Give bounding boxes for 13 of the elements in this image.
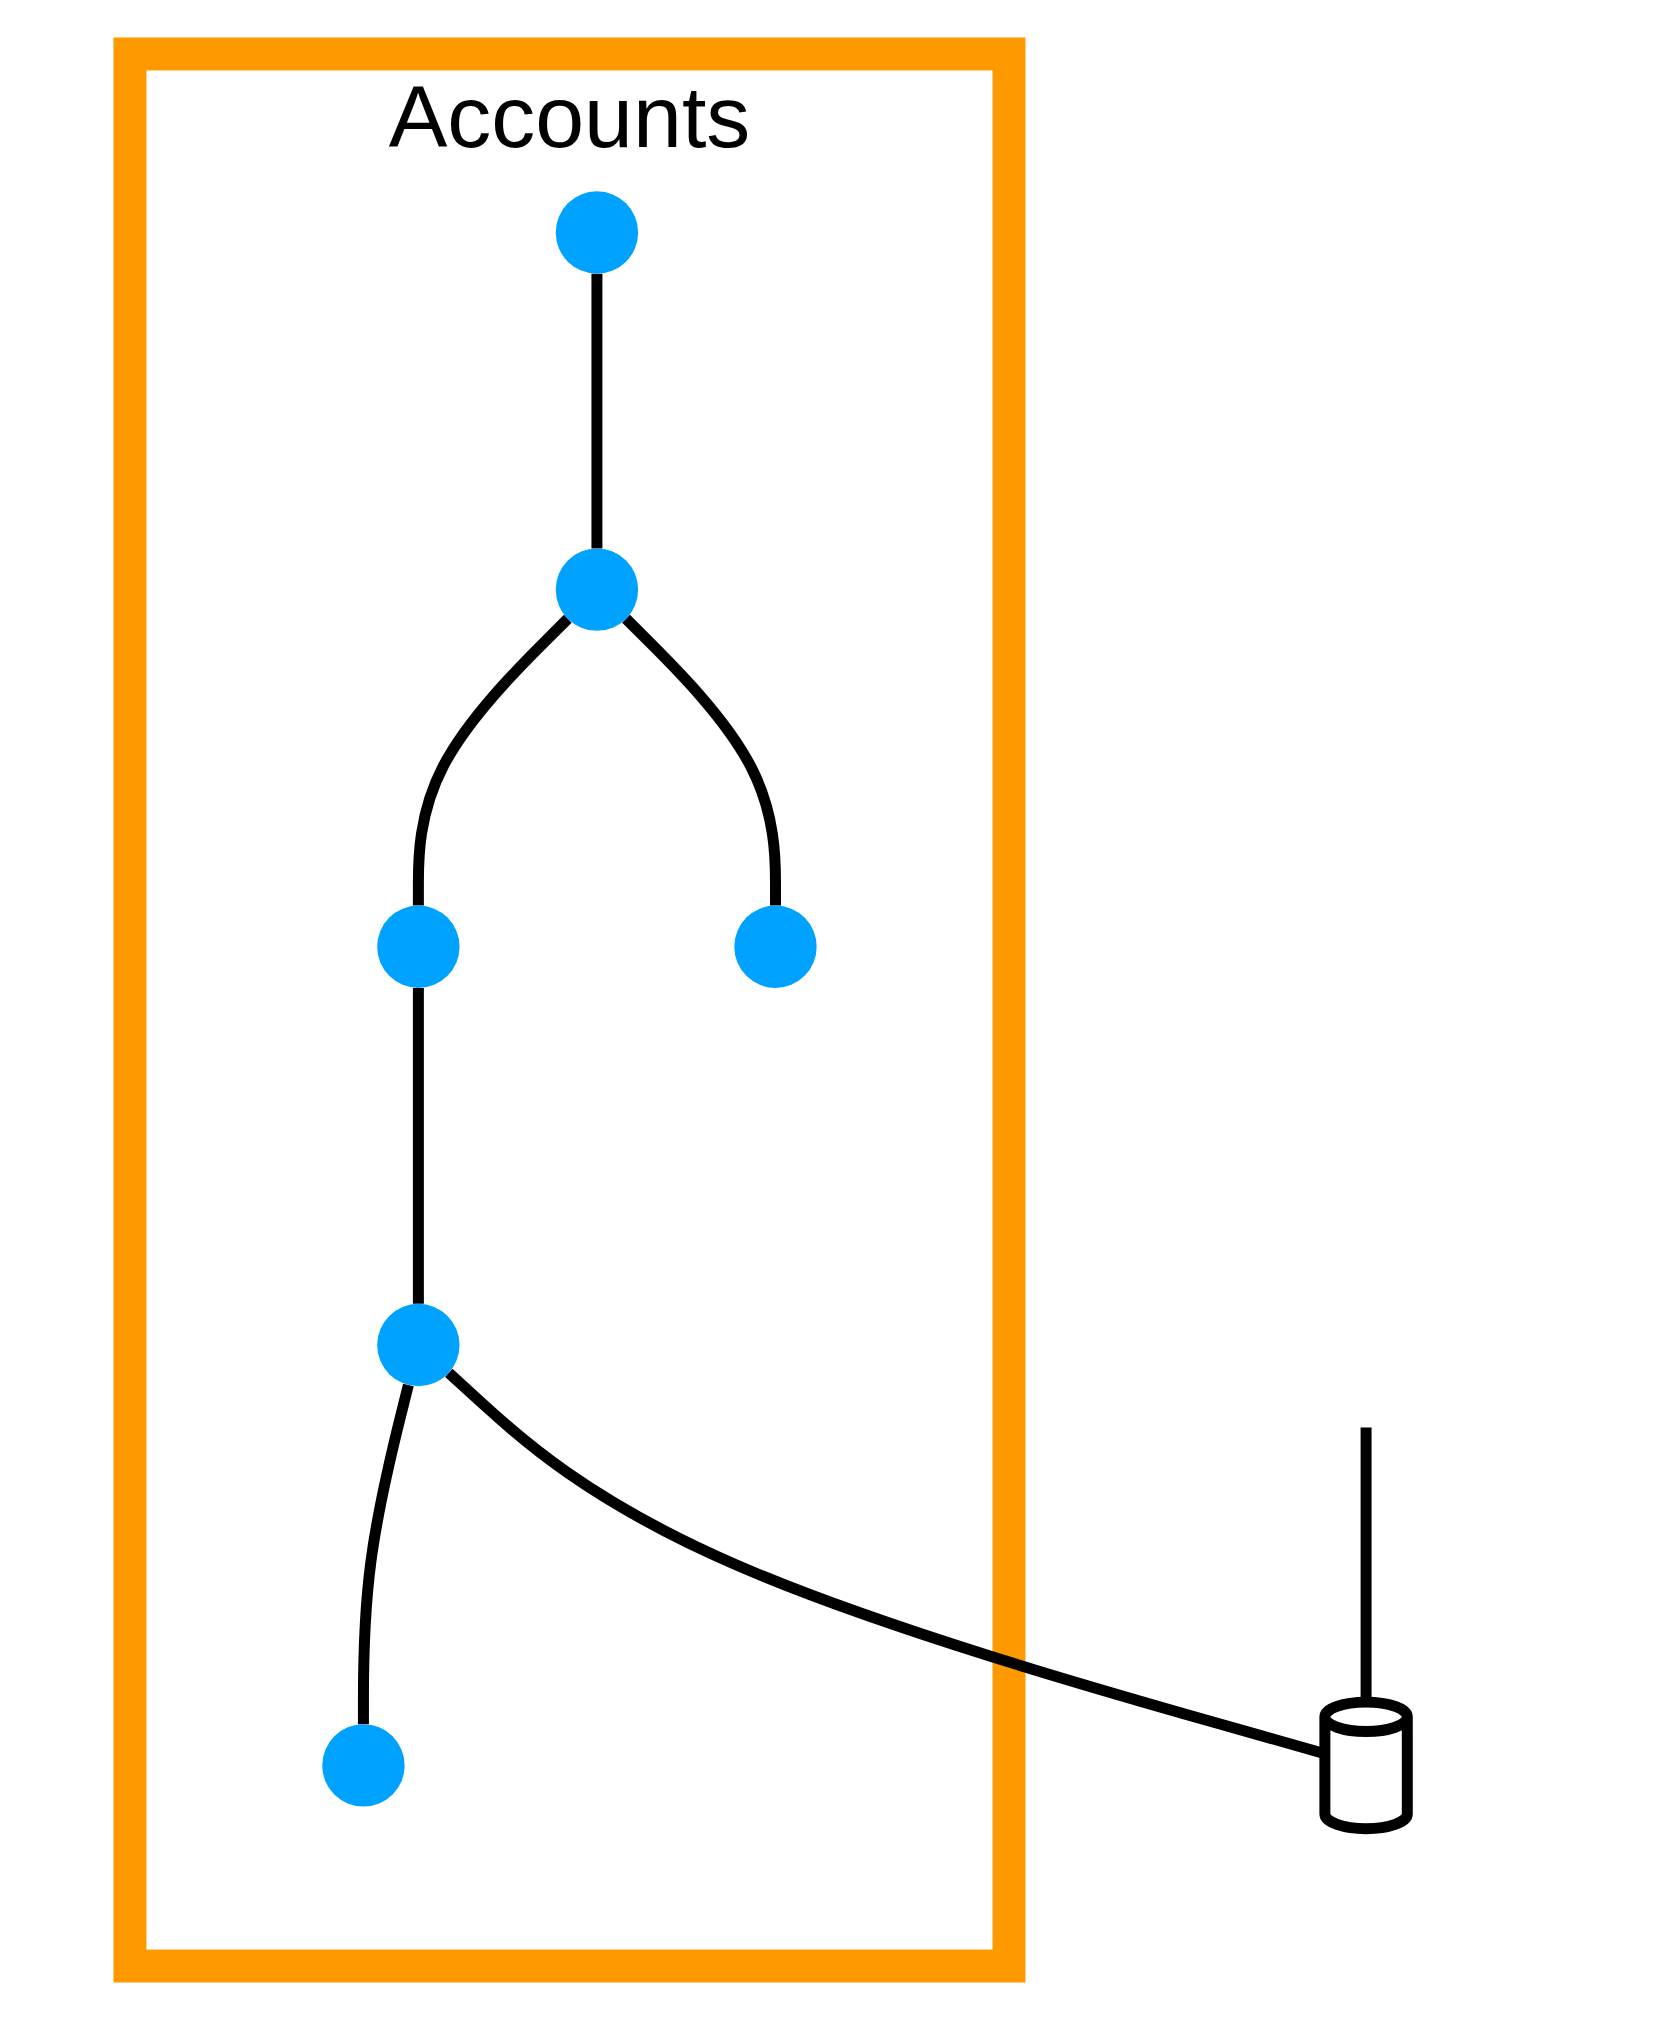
node-circle	[555, 548, 638, 631]
node-circle	[376, 1303, 460, 1387]
connector	[412, 987, 424, 1304]
node-cylinder	[1318, 1696, 1413, 1835]
node-circle	[733, 905, 817, 988]
node-circle	[321, 1724, 405, 1807]
connector	[591, 273, 602, 549]
node-circle	[555, 191, 638, 274]
connector	[412, 614, 572, 906]
cluster: Accounts	[113, 37, 1025, 1983]
connector	[621, 614, 781, 906]
node-circle	[376, 905, 460, 988]
connector	[357, 1383, 414, 1725]
